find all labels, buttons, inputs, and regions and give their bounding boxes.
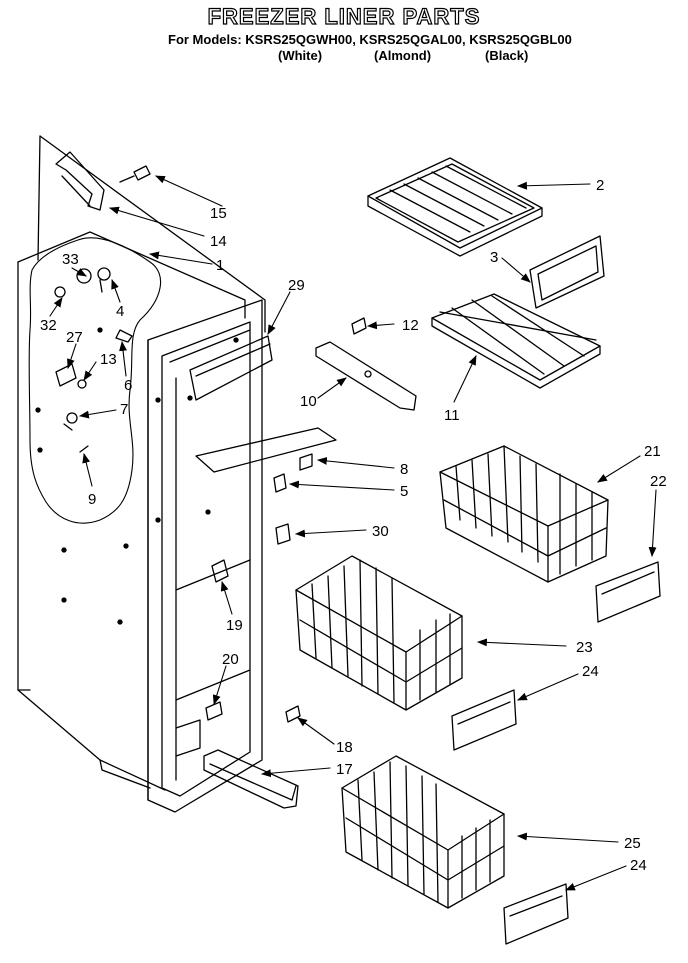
callout-10: 10 <box>300 393 317 410</box>
shelf-part <box>367 157 543 257</box>
basket-front-upper <box>595 561 661 623</box>
callout-6: 6 <box>124 377 132 394</box>
basket-front-middle <box>451 689 517 751</box>
callout-22: 22 <box>650 473 667 490</box>
color-label-white: (White) <box>278 48 323 63</box>
callout-9: 9 <box>88 491 96 508</box>
bottom-trim <box>203 749 299 809</box>
callout-18: 18 <box>336 739 353 756</box>
shelf-bracket <box>315 341 417 411</box>
model-list: For Models: KSRS25QGWH00, KSRS25QGAL00, … <box>168 32 572 47</box>
wire-shelf <box>431 293 601 389</box>
screw-part <box>119 165 151 183</box>
light-bracket <box>195 427 337 493</box>
callout-17: 17 <box>336 761 353 778</box>
callout-12: 12 <box>402 317 419 334</box>
callout-11: 11 <box>444 407 460 424</box>
screw-part-12 <box>351 317 367 335</box>
callout-7: 7 <box>120 401 128 418</box>
callout-2: 2 <box>596 177 604 194</box>
callout-29: 29 <box>288 277 305 294</box>
callout-33: 33 <box>62 251 79 268</box>
basket-middle <box>295 555 463 711</box>
callout-3: 3 <box>490 249 498 266</box>
leader-lines <box>49 175 657 891</box>
basket-upper <box>439 445 609 583</box>
basket-lower <box>341 755 505 909</box>
clip-part <box>275 523 291 545</box>
callout-14: 14 <box>210 233 227 250</box>
callout-19: 19 <box>226 617 243 634</box>
control-parts <box>54 267 133 453</box>
callout-13: 13 <box>100 351 117 368</box>
callout-5: 5 <box>400 483 408 500</box>
freezer-liner-body <box>17 135 266 813</box>
duct-cover <box>189 335 273 401</box>
screw-part-18 <box>285 705 301 723</box>
color-label-almond: (Almond) <box>374 48 432 63</box>
callout-23: 23 <box>576 639 593 656</box>
callout-24-middle: 24 <box>582 663 599 680</box>
page-title: FREEZER LINER PARTS <box>207 3 481 29</box>
callout-21: 21 <box>644 443 661 460</box>
glass-panel <box>529 235 605 309</box>
callout-25: 25 <box>624 835 641 852</box>
handle-bracket <box>55 151 105 211</box>
callout-32: 32 <box>40 317 57 334</box>
callout-4: 4 <box>116 303 124 320</box>
callout-24-lower: 24 <box>630 857 647 874</box>
callout-20: 20 <box>222 651 239 668</box>
callout-15: 15 <box>210 205 227 222</box>
callout-1: 1 <box>216 257 224 274</box>
basket-front-lower <box>503 883 569 945</box>
color-label-black: (Black) <box>485 48 529 63</box>
callout-30: 30 <box>372 523 389 540</box>
callout-27: 27 <box>66 329 83 346</box>
callout-8: 8 <box>400 461 408 478</box>
